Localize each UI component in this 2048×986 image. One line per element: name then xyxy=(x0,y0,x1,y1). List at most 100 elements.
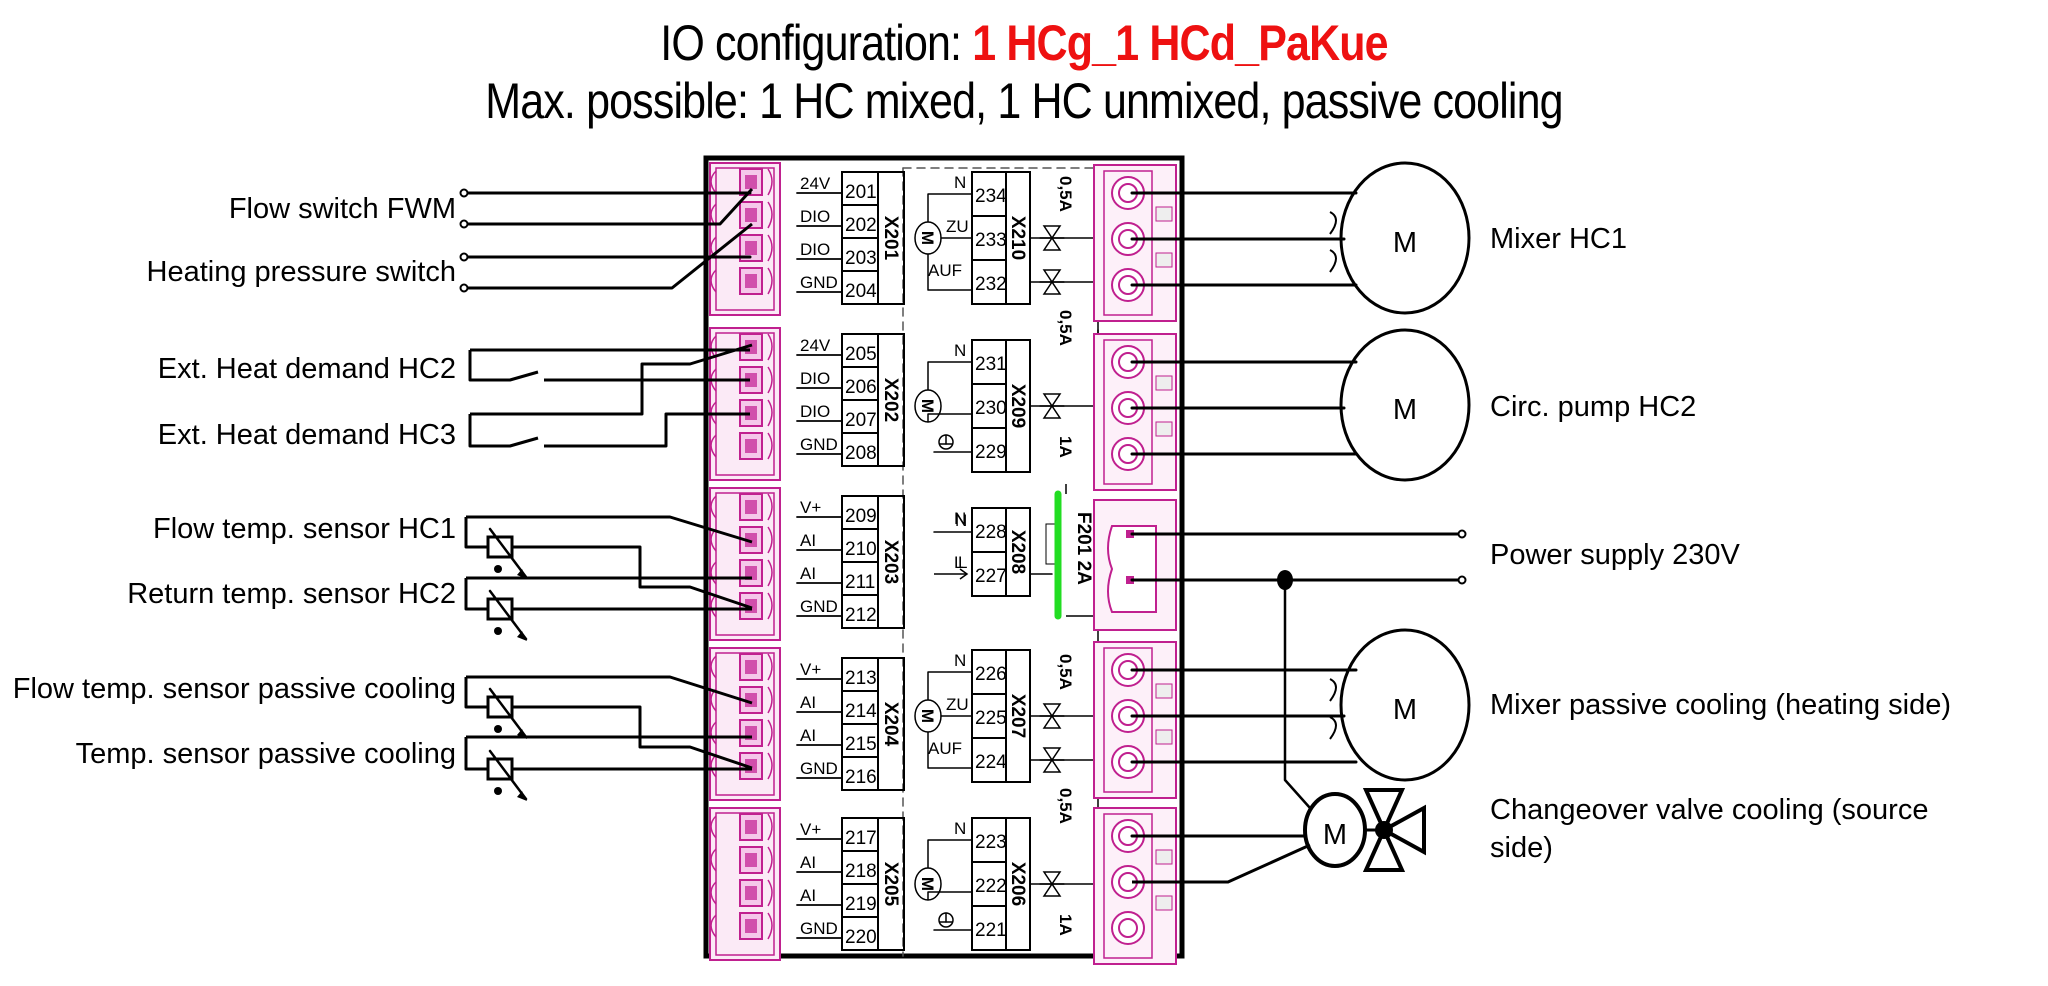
label-changeover-valve-line2: side) xyxy=(1490,832,1553,864)
pin-number: 219 xyxy=(845,894,877,915)
terminal-latch xyxy=(1155,729,1173,745)
wire-hc3-top xyxy=(470,343,753,416)
pin-signal: DIO xyxy=(800,207,830,226)
terminal-inner xyxy=(1103,170,1153,316)
pin-signal: GND xyxy=(800,597,838,616)
terminal-clip xyxy=(767,879,773,907)
sensor-return-temp-sensor-hc2 xyxy=(486,589,528,641)
terminal-screw-center xyxy=(745,533,757,547)
rotate-ccw-icon xyxy=(1329,249,1337,273)
terminal-clip xyxy=(767,201,773,229)
pin-signal: ZU xyxy=(946,695,969,714)
connector-name: X208 xyxy=(1007,530,1028,574)
pin-signal: L xyxy=(954,553,963,572)
wire-flow-switch-b xyxy=(468,187,754,226)
changeover-valve: M xyxy=(1303,788,1426,872)
triac xyxy=(1029,393,1099,419)
pin-number: 231 xyxy=(975,354,1007,375)
title-prefix: IO configuration: xyxy=(660,15,973,71)
motor-mixer-passive-cooling: M xyxy=(1329,628,1471,782)
motor-symbol: M xyxy=(1393,694,1417,726)
triac-zu xyxy=(1029,703,1099,729)
label-mixer-hc1: Mixer HC1 xyxy=(1490,223,1627,255)
config-code: 1 HCg_1 HCd_PaKue xyxy=(972,15,1388,71)
terminal-screw-center xyxy=(745,693,757,707)
pin-number: 228 xyxy=(975,522,1007,543)
label-ext-heat-demand-hc2: Ext. Heat demand HC2 xyxy=(158,353,456,385)
terminal-clip xyxy=(767,846,773,874)
motor-icon xyxy=(1339,328,1471,482)
current-rating: 1A xyxy=(1056,436,1075,458)
triac-auf xyxy=(1029,747,1099,773)
connector-name: X209 xyxy=(1007,384,1028,428)
pin-number: 224 xyxy=(975,752,1007,773)
terminal-clip xyxy=(767,526,773,554)
terminal-dot-icon xyxy=(1457,529,1467,539)
triac-auf xyxy=(1029,269,1099,295)
terminal-clip xyxy=(767,653,773,681)
wire-flow-pc-to-216 xyxy=(512,705,753,770)
pin-signal: DIO xyxy=(800,402,830,421)
pin-signal: ZU xyxy=(946,217,969,236)
terminal-dot-icon xyxy=(1457,575,1467,585)
terminal-clip xyxy=(767,234,773,262)
terminal-latch xyxy=(1155,895,1173,911)
terminal-lug xyxy=(710,269,717,293)
terminal-latch xyxy=(1155,375,1173,391)
wire-valve-supply xyxy=(1283,580,1311,809)
label-flow-switch-fwm: Flow switch FWM xyxy=(229,193,456,225)
pin-number: 202 xyxy=(845,215,877,236)
pin-signal: GND xyxy=(800,919,838,938)
pin-number: 205 xyxy=(845,344,877,365)
terminal-screw-outer xyxy=(1111,911,1145,945)
terminal-screw-center xyxy=(745,274,757,288)
terminal-lug xyxy=(710,815,717,839)
triac-icon xyxy=(1042,703,1062,729)
terminal-clip xyxy=(767,559,773,587)
pin-signal: V+ xyxy=(800,820,821,839)
left-terminal-block-3 xyxy=(709,487,781,641)
pin-number: 217 xyxy=(845,828,877,849)
pin-signal: N xyxy=(954,173,966,192)
connector-name: X210 xyxy=(1007,216,1028,260)
terminal-screw-center xyxy=(745,373,757,387)
connector-name: X207 xyxy=(1007,694,1028,738)
terminal-screw-center xyxy=(745,439,757,453)
left-wiring xyxy=(459,187,754,801)
label-heating-pressure-switch: Heating pressure switch xyxy=(147,256,456,288)
pin-signal: AI xyxy=(800,564,816,583)
sensor-flow-temp-sensor-passive-cooling xyxy=(486,687,528,739)
right-terminal-block-x207 xyxy=(1093,641,1177,799)
pin-signal: N xyxy=(954,509,966,528)
thermistor-slash xyxy=(488,589,528,641)
rotate-ccw-icon xyxy=(1329,716,1337,740)
triac-icon xyxy=(1042,225,1062,251)
wire-flow-pc-to-214 xyxy=(466,675,753,705)
valve-body-bottom xyxy=(1362,825,1406,872)
label-circ-pump-hc2: Circ. pump HC2 xyxy=(1490,391,1696,423)
terminal-screw-center xyxy=(745,175,757,189)
pin-number: 230 xyxy=(975,398,1007,419)
current-rating: 0,5A xyxy=(1056,788,1075,824)
label-flow-temp-sensor-hc1: Flow temp. sensor HC1 xyxy=(153,513,456,545)
terminal-screw-center xyxy=(745,820,757,834)
terminal-clip xyxy=(767,333,773,361)
pin-signal: N xyxy=(954,819,966,838)
right-terminal-block-x209 xyxy=(1093,333,1177,491)
terminal-screw-center xyxy=(745,241,757,255)
switch-hc3-a xyxy=(468,414,539,448)
terminal-clip xyxy=(767,592,773,620)
terminal-clip xyxy=(767,432,773,460)
terminal-lug xyxy=(710,170,717,194)
triac-icon xyxy=(1042,747,1062,773)
wire-flow-hc1-to-212 xyxy=(512,545,753,610)
sensor-temp-sensor-passive-cooling xyxy=(486,749,528,801)
terminal-latch xyxy=(1155,421,1173,437)
pin-signal: N xyxy=(954,651,966,670)
motor-lead-n xyxy=(927,361,972,390)
